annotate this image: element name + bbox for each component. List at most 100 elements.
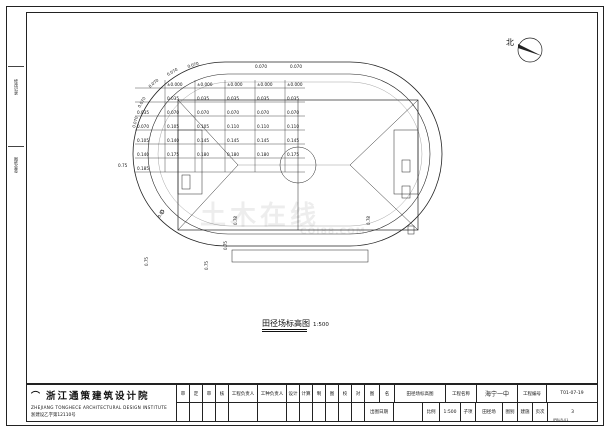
company-name-en: ZHEJIANG TONGHECE ARCHITECTURAL DESIGN I…	[31, 405, 168, 410]
tb-cell: 建施	[518, 403, 533, 421]
company-logo-icon: ⌒	[31, 391, 43, 402]
tb-cell	[177, 403, 190, 421]
tb-cell: 名	[380, 385, 395, 402]
elev-label: 0.070	[131, 115, 139, 128]
page-number-cell: 3	[571, 409, 574, 415]
title-row-2: 出图日期 比例 1:500 子项 田径场 图别 建施 页次 3	[177, 403, 597, 421]
elev-label: 0.180	[227, 152, 239, 157]
elev-label: 0.070	[290, 64, 302, 69]
tb-cell: 工种负责人	[258, 385, 287, 402]
title-block: ⌒浙江通策建筑设计院 ZHEJIANG TONGHECE ARCHITECTUR…	[26, 384, 598, 422]
elev-label: 0.070	[167, 110, 179, 115]
tb-cell	[394, 403, 423, 421]
tb-cell: 审	[177, 385, 190, 402]
marker-icon	[159, 209, 165, 215]
track-outer-boundary	[132, 61, 443, 247]
tb-cell	[339, 403, 352, 421]
right-goal-box-2	[401, 185, 411, 199]
elev-label: 0.070	[166, 67, 179, 77]
tb-cell: 工程名称	[446, 385, 477, 402]
tb-cell: 定	[190, 385, 203, 402]
drainage-box-icon	[407, 225, 415, 235]
elev-label: 0.175	[287, 152, 299, 157]
tb-cell: 图	[326, 385, 339, 402]
elev-label: 0.070	[287, 110, 299, 115]
tb-cell: 子项	[461, 403, 476, 421]
tb-cell	[287, 403, 300, 421]
tb-cell: 图	[365, 385, 380, 402]
tb-cell	[203, 403, 216, 421]
elev-label: 0.75	[223, 241, 228, 250]
project-number-cell: T01-07-19	[560, 391, 584, 396]
elev-label: 0.145	[257, 138, 269, 143]
elev-label: 0.035	[167, 96, 179, 101]
north-arrow-icon: 北	[506, 37, 543, 63]
tb-cell: 核	[216, 385, 229, 402]
elev-label: 0.070	[227, 110, 239, 115]
elev-label: 0.140	[167, 138, 179, 143]
elevation-grid	[135, 80, 305, 173]
elev-label: 0.110	[287, 124, 299, 129]
project-name-cell: 海宁一中	[477, 385, 518, 402]
tb-cell	[216, 403, 229, 421]
tb-cell	[229, 403, 258, 421]
tb-cell	[352, 403, 365, 421]
elev-label: 0.035	[197, 96, 209, 101]
tb-cell: 工程负责人	[229, 385, 258, 402]
elev-label: ±0.000	[227, 82, 243, 87]
elev-label: 0.070	[147, 77, 159, 88]
elev-label: 0.070	[187, 61, 200, 69]
watermark: 土木在线 COI88.COM	[200, 195, 365, 237]
elev-label: 0.180	[257, 152, 269, 157]
long-jump-strip	[231, 249, 369, 263]
elev-label: 0.070	[137, 124, 149, 129]
arc-elevation-labels: 0.070 0.070 0.070 0.070 0.070 0.35 0.75 …	[131, 61, 371, 270]
elev-label: 0.75	[144, 257, 149, 266]
elev-label: 0.035	[257, 96, 269, 101]
sheet-inner-border	[26, 12, 598, 384]
grid-elevation-labels: ±0.000 ±0.000 ±0.000 ±0.000 0.035 0.035 …	[118, 64, 303, 171]
track-inner-boundary	[147, 73, 431, 235]
tb-cell: 计算	[300, 385, 313, 402]
elev-label: 0.035	[137, 110, 149, 115]
tb-cell: 出图日期	[365, 403, 394, 421]
title-grid: 审 定 审 核 工程负责人 工种负责人 设计 计算 制 图 校 对 图 名 田径…	[177, 385, 597, 421]
tb-cell	[258, 403, 287, 421]
tb-cell: 对	[352, 385, 365, 402]
elev-label: 0.110	[257, 124, 269, 129]
elev-label: 0.145	[197, 138, 209, 143]
tb-cell	[313, 403, 326, 421]
signoff-label: 图纸会签	[8, 146, 24, 183]
tb-cell: 图别	[503, 403, 518, 421]
company-block: ⌒浙江通策建筑设计院 ZHEJIANG TONGHECE ARCHITECTUR…	[27, 385, 177, 421]
elev-label: 0.070	[137, 96, 147, 109]
elev-label: 0.070	[257, 110, 269, 115]
north-label: 北	[506, 38, 514, 47]
elev-label: 0.175	[167, 152, 179, 157]
elev-label: ±0.000	[167, 82, 183, 87]
elev-label: 0.78	[233, 216, 238, 225]
license-number: 浙建设乙字第12110号	[31, 413, 76, 418]
tb-cell: 比例	[423, 403, 440, 421]
watermark-url: COI88.COM	[300, 227, 366, 237]
watermark-text: 土木在线	[200, 201, 321, 231]
drawing-name-cell: 田径场标高图	[395, 385, 446, 402]
elev-label: 0.105	[167, 124, 179, 129]
drawing-scale: 1:500	[313, 322, 329, 328]
elev-label: ±0.000	[287, 82, 303, 87]
elev-label: 0.035	[287, 96, 299, 101]
elev-label: 0.105	[137, 138, 149, 143]
sheet-outer-border	[6, 6, 604, 426]
elev-label: 0.140	[137, 152, 149, 157]
elev-label: 0.145	[287, 138, 299, 143]
elev-label: 0.78	[366, 216, 371, 225]
elev-label: 0.070	[197, 110, 209, 115]
tb-cell	[300, 403, 313, 421]
elev-label: 0.070	[255, 64, 267, 69]
left-goal-box	[181, 174, 191, 190]
elev-label: ±0.000	[197, 82, 213, 87]
tb-cell: 工程编号	[518, 385, 547, 402]
